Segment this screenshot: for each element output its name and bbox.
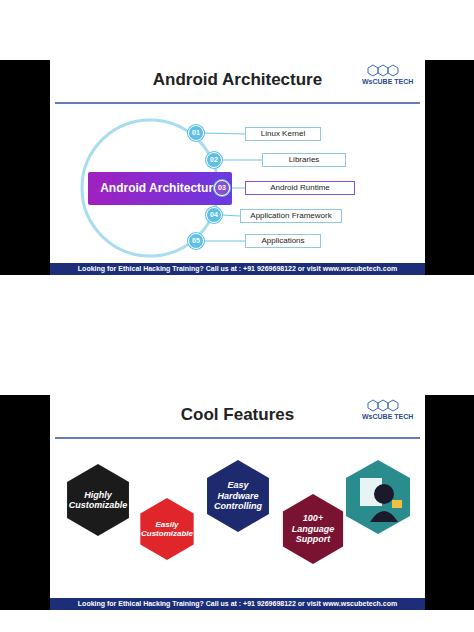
node-text: 01 xyxy=(192,129,200,137)
node-text: 04 xyxy=(210,211,218,219)
node-text: 03 xyxy=(218,184,226,192)
logo-text: WsCUBE TECH xyxy=(362,413,422,420)
callout-number: 03 xyxy=(214,180,230,196)
callout-number: 02 xyxy=(206,152,222,168)
node-text: Easily Customizable xyxy=(141,520,193,538)
node-text: Easy Hardware Controlling xyxy=(211,480,265,511)
logo-text: WsCUBE TECH xyxy=(362,78,422,85)
connector xyxy=(222,160,262,161)
node-text: Applications xyxy=(261,236,304,245)
node-text: Highly Customizable xyxy=(69,490,128,511)
callout-number: 01 xyxy=(188,125,204,141)
layer-box: Libraries xyxy=(262,153,346,167)
layer-box: Android Runtime xyxy=(245,181,355,195)
callout-number: 05 xyxy=(188,233,204,249)
feature-hexagon: Highly Customizable xyxy=(62,464,134,536)
node-text: Application Framework xyxy=(250,211,331,220)
center-box: Android Architecture xyxy=(88,172,232,205)
layer-box: Linux Kernel xyxy=(245,127,321,141)
connector xyxy=(204,241,245,242)
connector xyxy=(222,215,240,216)
connector xyxy=(204,133,245,134)
layer-box: Applications xyxy=(245,234,321,248)
footer-text: Looking for Ethical Hacking Training? Ca… xyxy=(50,264,425,274)
node-text: Android Architecture xyxy=(100,182,220,196)
layer-box: Application Framework xyxy=(240,209,342,223)
callout-number: 04 xyxy=(206,207,222,223)
node-text: 100+ Language Support xyxy=(287,513,339,544)
node-text: Android Runtime xyxy=(270,183,330,192)
feature-hexagon: Easy Hardware Controlling xyxy=(202,460,274,532)
footer-text: Looking for Ethical Hacking Training? Ca… xyxy=(50,599,425,609)
node-text: 05 xyxy=(192,237,200,245)
node-text: Linux Kernel xyxy=(261,129,305,138)
connector xyxy=(230,188,245,189)
feature-hexagon: Easily Customizable xyxy=(136,498,198,560)
feature-hexagon: 100+ Language Support xyxy=(278,494,348,564)
node-text: 02 xyxy=(210,156,218,164)
node-text: Libraries xyxy=(289,155,320,164)
